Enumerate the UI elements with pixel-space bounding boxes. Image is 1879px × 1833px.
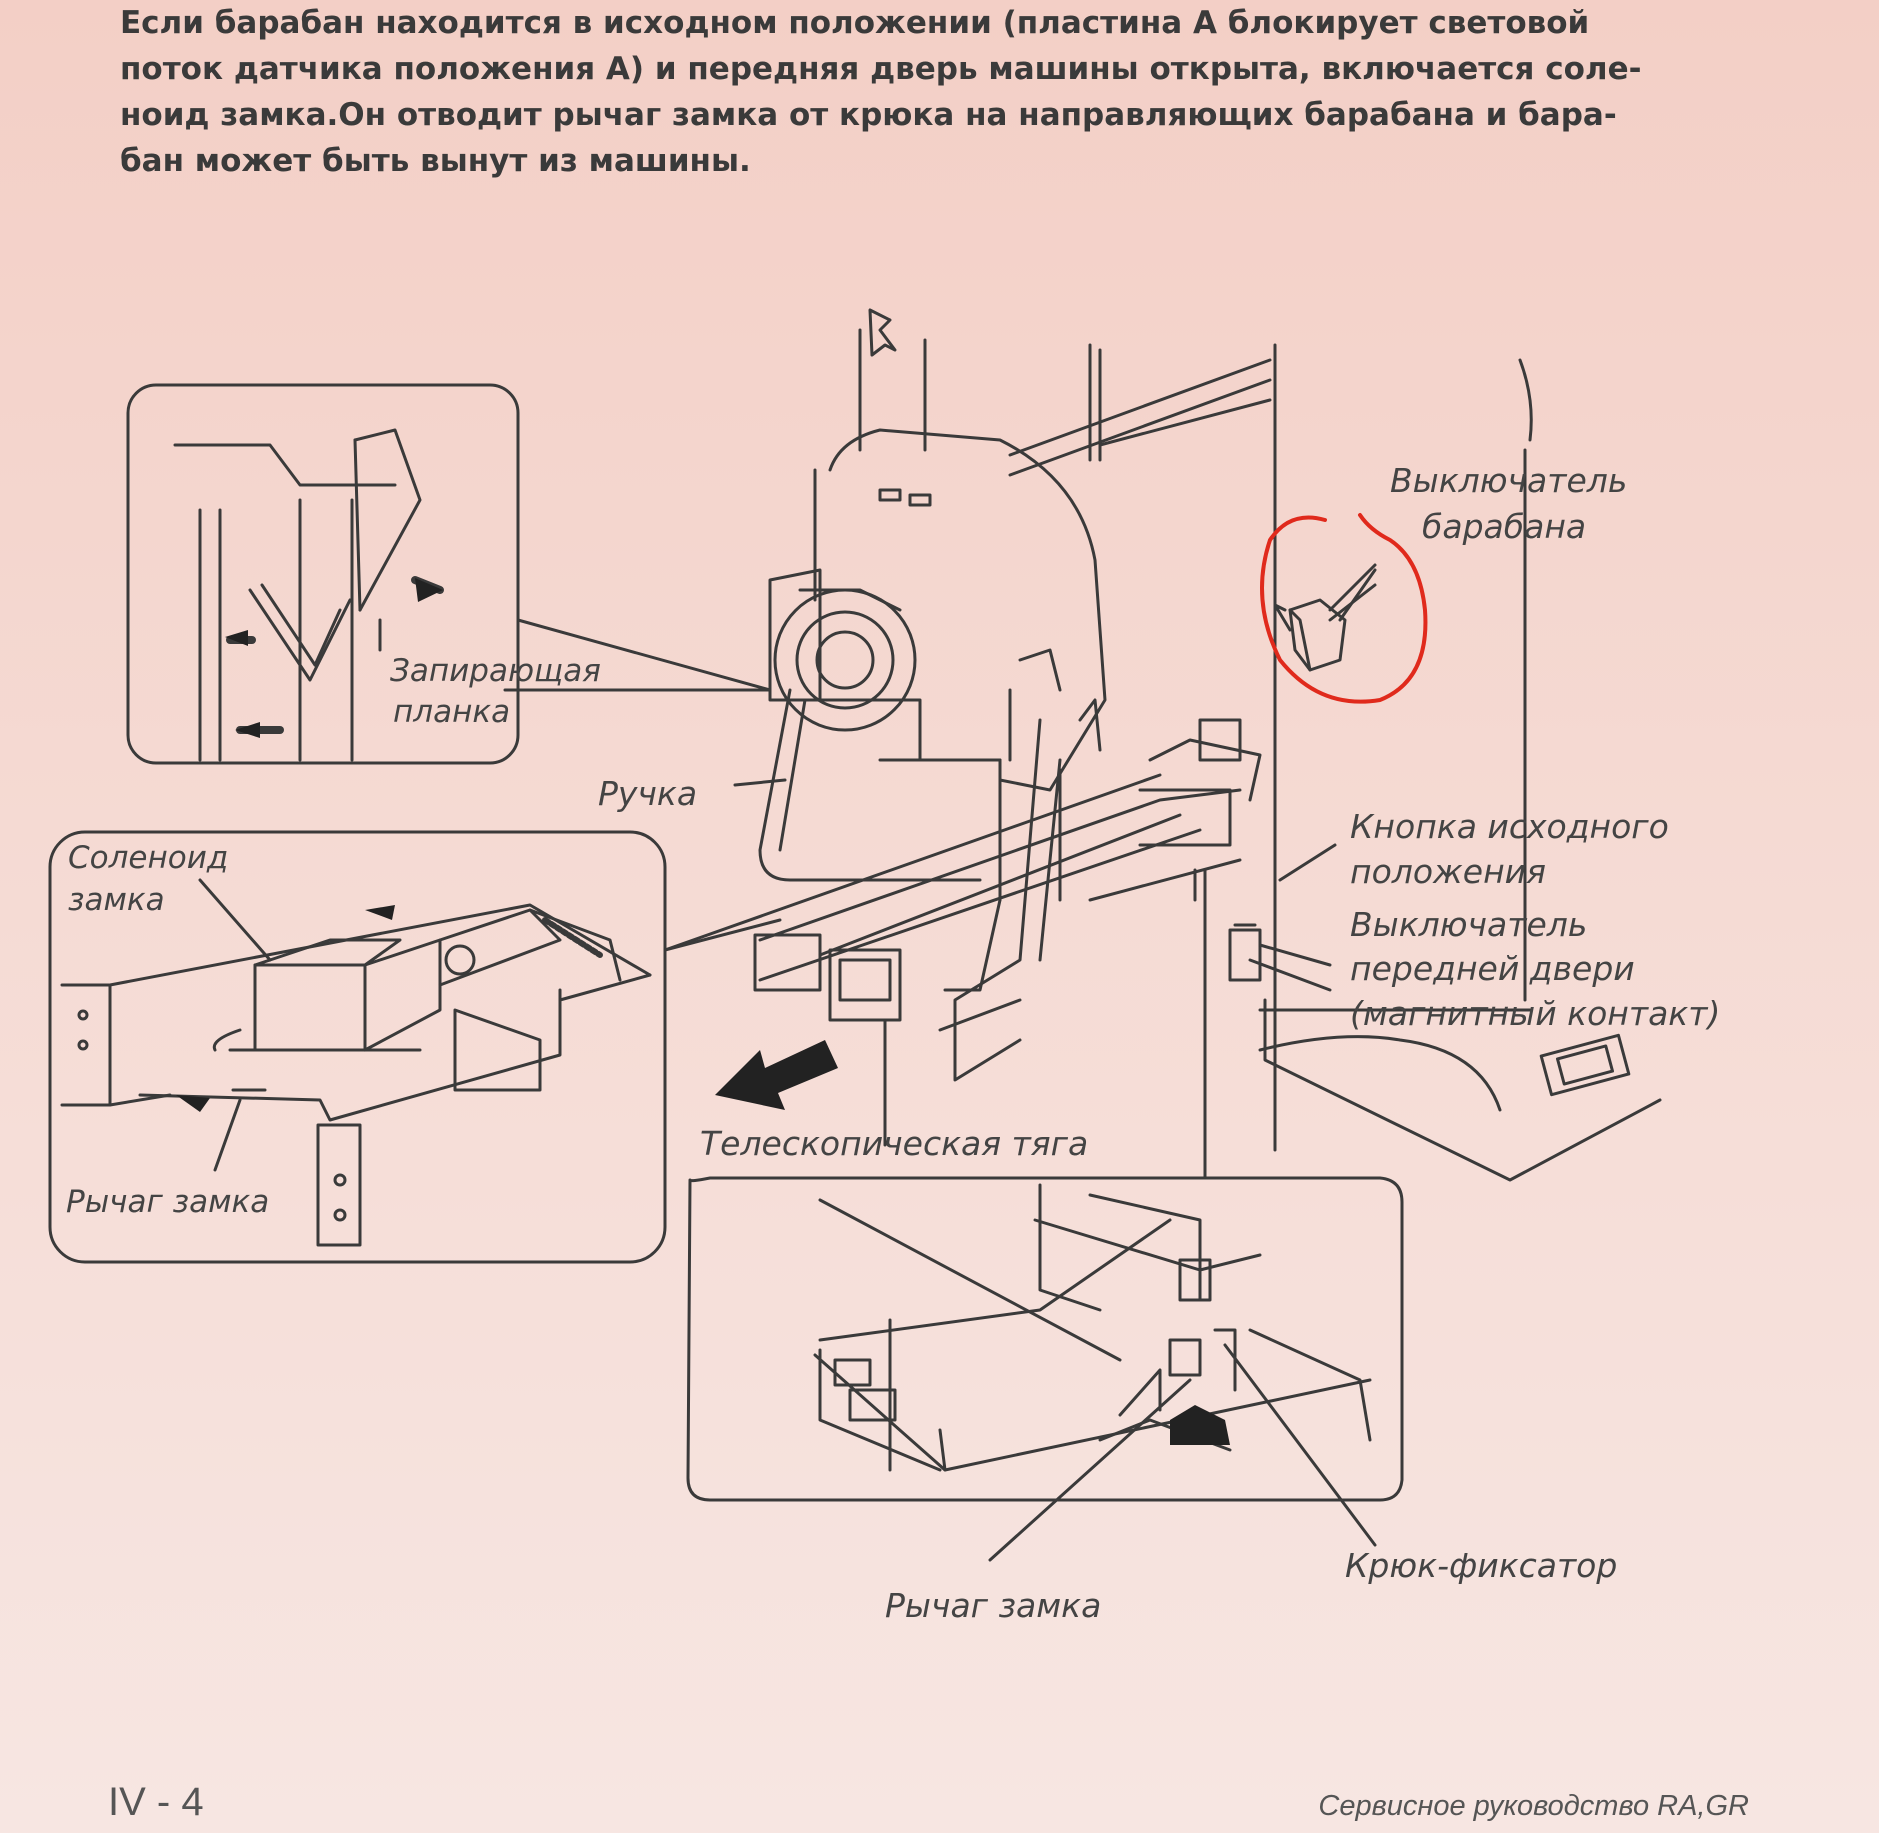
drum-unit [768,428,1107,992]
machine-frame [858,328,1662,1182]
label-retaining-hook: Крюк-фиксатор [1345,1546,1617,1585]
label-locking-bar: планка [393,694,510,730]
label-locking-bar: Запирающая [390,653,601,689]
label-drum-switch: барабана [1422,507,1586,546]
label-solenoid: Соленоид [68,840,228,876]
solenoid-inset [48,830,667,1264]
telescopic-rod [753,718,1262,1112]
intro-line: поток датчика положения А) и передняя дв… [120,51,1642,87]
label-solenoid: замка [68,882,165,918]
label-lock-lever: Рычаг замка [885,1586,1101,1625]
intro-line: ноид замка.Он отводит рычаг замка от крю… [120,97,1617,133]
label-home-button: Кнопка исходного [1350,807,1669,846]
label-front-door-switch: Выключатель [1350,905,1587,944]
solenoid-leader [663,918,782,952]
label-home-button: положения [1350,852,1546,891]
page-number: IV - 4 [108,1780,204,1824]
solenoid-leader [663,773,1162,952]
retaining-hook-inset [686,868,1404,1502]
handle [758,688,1062,1082]
front-door-switch [1228,928,1262,982]
label-telescopic-rod: Телескопическая тяга [700,1124,1088,1163]
label-drum-switch: Выключатель [1390,461,1627,500]
locking-bar-leader [516,618,772,692]
label-handle: Ручка [598,774,697,813]
label-front-door-switch: (магнитный контакт) [1350,994,1720,1033]
intro-line: Если барабан находится в исходном положе… [120,5,1590,41]
intro-paragraph: Если барабан находится в исходном положе… [120,0,1800,184]
drum-switch-leader [1338,568,1377,622]
drum-switch [1273,598,1347,672]
pointer-arrow-icon [868,308,897,357]
manual-title: Сервисное руководство RA,GR [1318,1790,1749,1822]
red-circle-annotation [1260,513,1428,704]
direction-arrows [176,578,1230,1445]
label-lock-lever: Рычаг замка [66,1184,269,1220]
intro-line: бан может быть вынут из машины. [120,143,751,179]
label-front-door-switch: передней двери [1350,949,1635,988]
label-leaders [733,563,1377,1562]
